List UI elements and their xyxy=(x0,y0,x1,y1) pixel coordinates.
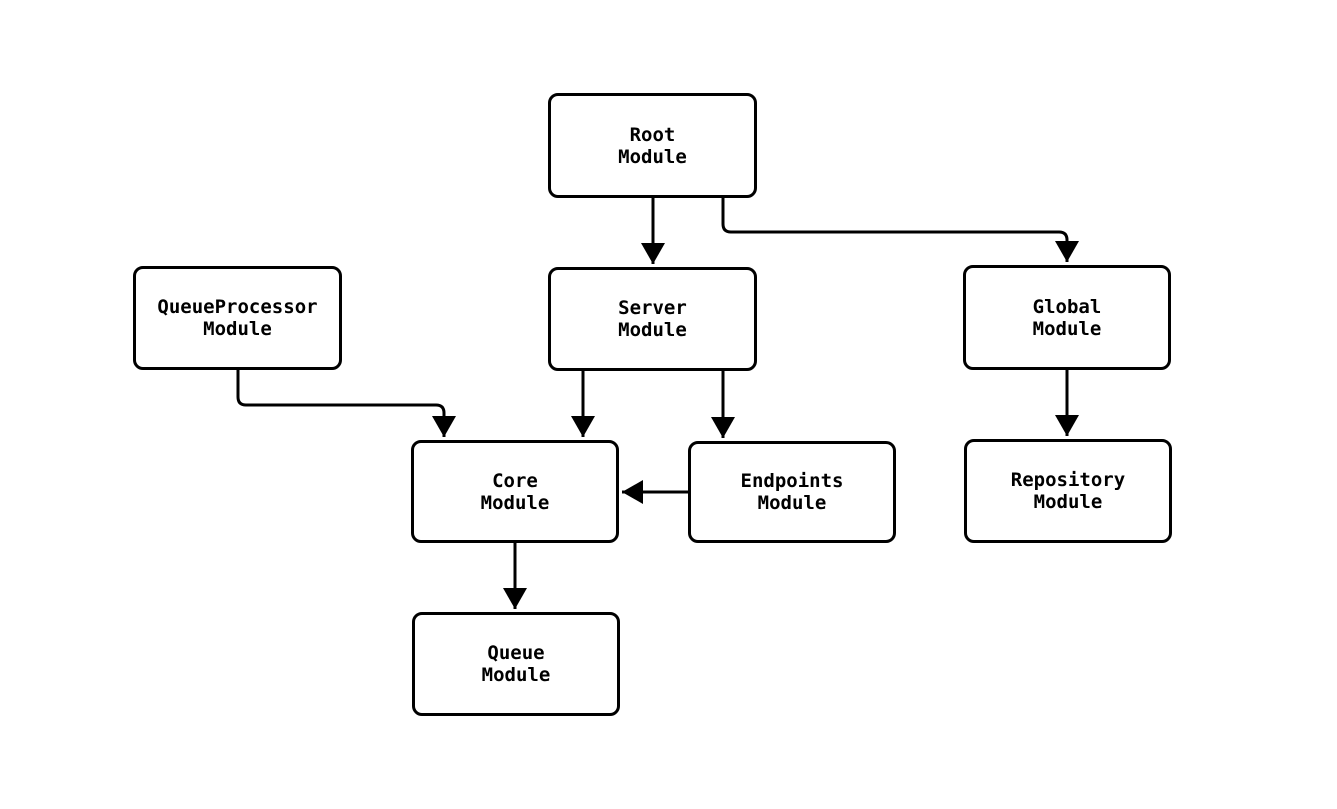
edge-root-to-global xyxy=(721,198,1079,262)
edge-queueprocessor-to-core xyxy=(236,370,456,437)
